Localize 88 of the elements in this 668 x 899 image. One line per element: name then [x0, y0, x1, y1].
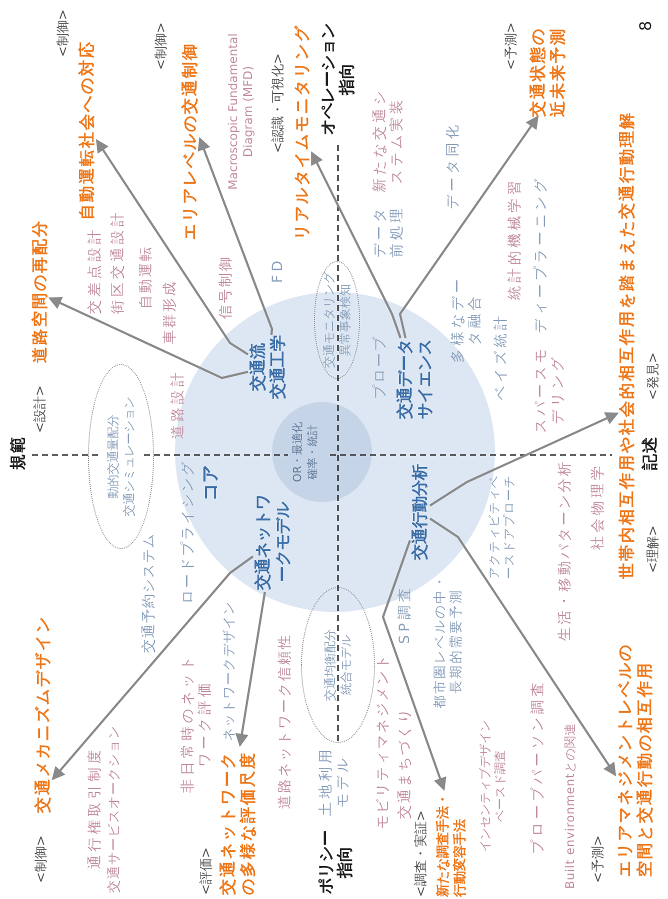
topic-label: 交通データサイエンス — [395, 338, 435, 420]
keyword-label: SP調査 — [397, 584, 414, 644]
topic-label: 交通ネットワークモデル — [253, 492, 293, 592]
outcome-heading: 世帯内相互作用や社会的相互作用を踏まえた交通行動理解 — [617, 111, 637, 579]
keyword-label: 自動運転 — [138, 245, 155, 309]
keyword-label: 生活・移動パターン分析 — [557, 460, 574, 641]
keyword-label: 交差点設計 — [87, 226, 104, 314]
outcome-heading: 交通状態の近未来予測 — [528, 25, 568, 117]
axis-label: オペレーション指向 — [318, 22, 356, 137]
arrow — [198, 137, 274, 336]
category-tag: <制御> — [55, 9, 72, 57]
axis-label: 記述 — [640, 436, 659, 470]
keyword-label: プローブパーソン調査 — [530, 679, 547, 854]
keyword-label: 交通予約システム — [141, 533, 158, 653]
category-tag: <理解> — [645, 525, 662, 573]
keyword-label: 道路ネットワーク信頼性 — [277, 633, 294, 809]
keyword-label: 土地利用モデル — [318, 745, 352, 817]
keyword-label: プローブ — [372, 335, 389, 399]
keyword-label: FD — [270, 257, 287, 283]
outcome-heading: エリアレベルの交通制御 — [180, 42, 200, 240]
keyword-label: 都市圏レベルの中・長期的需要予測 — [433, 573, 465, 709]
page-number: 8 — [636, 20, 655, 31]
outcome-heading: リアルタイムモニタリング — [292, 24, 312, 240]
topic-label: 交通流 — [248, 343, 268, 391]
keyword-label: ロードプライシング — [180, 460, 197, 604]
keyword-label: ベイズ統計 — [493, 312, 510, 400]
ellipse-text: 統合モデル — [338, 635, 354, 695]
outcome-heading: 交通ネットワークの多様な評価尺度 — [218, 745, 258, 895]
arrow — [235, 592, 266, 747]
keyword-label: 統計的機械学習 — [507, 178, 524, 300]
category-tag: <調査・実証> — [413, 810, 430, 897]
ellipse-text: 交通均衡配分 — [322, 629, 338, 701]
arrow — [398, 115, 539, 338]
outcome-heading: 道路空間の再配分 — [30, 219, 50, 363]
arrow — [96, 139, 249, 356]
keyword-label: 多様なデータ融合 — [450, 275, 484, 363]
keyword-label: 非日常時のネットワーク評価 — [180, 653, 214, 793]
arrow — [429, 412, 619, 507]
keyword-label: 車群形成 — [162, 280, 179, 344]
keyword-label: 交通サービスオークション — [107, 725, 123, 893]
keyword-label: インセンティブデザインベースド調査 — [478, 719, 508, 853]
keyword-label: データ前処理 — [372, 204, 406, 259]
outcome-heading: 交通メカニズムデザイン — [33, 615, 53, 813]
category-tag: <予測> — [503, 22, 520, 70]
dotted-ellipse — [88, 364, 154, 549]
category-tag: <予測> — [590, 835, 607, 883]
keyword-label: データ同化 — [445, 122, 462, 209]
keyword-label: ネットワークデザイン — [222, 601, 238, 741]
ellipse-text: 交通シミュレーション — [121, 396, 137, 516]
circle-title: コア — [200, 465, 222, 501]
outcome-heading: 自動運転社会への対応 — [77, 40, 97, 220]
category-tag: <設計> — [32, 385, 49, 433]
arrow — [311, 151, 402, 338]
outcome-heading: 新たな調査手法・行動変容手法 — [435, 789, 469, 897]
keyword-label: Macroscopic Fundamental Diagram (MFD) — [226, 32, 256, 192]
arrow — [382, 540, 446, 791]
circle-text: 確率・統計 — [305, 424, 320, 480]
keyword-label: Built environmentとの関連 — [563, 723, 578, 889]
circle-text: OR・最適化 — [290, 422, 305, 482]
keyword-label: スパースモデリング — [533, 345, 567, 433]
topic-label: 交通行動分析 — [410, 464, 430, 560]
ellipse-text: 交通モニタリング — [321, 272, 337, 368]
topic-label: 交通工学 — [268, 335, 288, 399]
category-tag: <評価> — [198, 847, 215, 895]
keyword-label: 道路設計 — [170, 369, 187, 439]
keyword-label: ディープラーニング — [533, 176, 550, 333]
category-tag: <制御> — [33, 835, 50, 883]
keyword-label: モビリティマネジメント — [375, 653, 392, 829]
axis-label: ポリシー指向 — [316, 829, 354, 896]
category-tag: <発見> — [645, 352, 662, 400]
arrow — [52, 556, 254, 780]
dotted-ellipse — [314, 261, 360, 379]
keyword-label: 信号制御 — [218, 255, 235, 319]
dotted-ellipse — [301, 587, 375, 743]
keyword-label: 社会物理学 — [590, 462, 607, 550]
ellipse-text: 動的交通量配分 — [105, 414, 121, 498]
keyword-label: 通行権取引制度 — [87, 746, 104, 869]
category-tag: <制御> — [153, 22, 170, 70]
ellipse-text: 異常事象検知 — [337, 284, 353, 356]
category-tag: <認識・可視化> — [270, 53, 287, 153]
arrow — [48, 297, 248, 380]
outcome-heading: エリアマネジメントレベルの空間と交通行動の相互作用 — [615, 639, 655, 877]
keyword-label: アクティビティベースドアプローチ — [487, 475, 517, 579]
keyword-label: 交通まちづくり — [397, 707, 414, 819]
keyword-label: 新たな交通システム実装 — [372, 86, 406, 194]
axis-label: 規範 — [8, 436, 27, 470]
keyword-label: 街区交通設計 — [110, 209, 127, 314]
arrow — [429, 518, 616, 776]
